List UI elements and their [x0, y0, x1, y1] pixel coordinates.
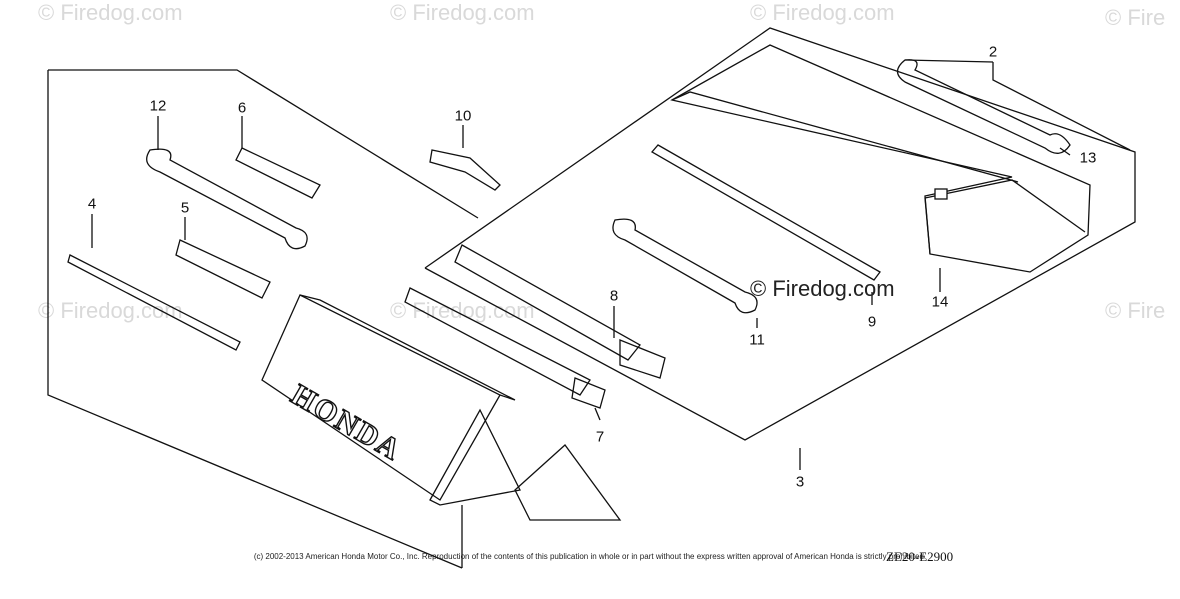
diagram-code: ZE20-E2900 [886, 549, 954, 564]
screwdriver-part-5 [175, 239, 271, 299]
wrench-part-11 [612, 218, 758, 314]
watermark: © Firedog.com [38, 298, 183, 323]
watermark: © Firedog.com [390, 0, 535, 25]
copyright-notice: (c) 2002-2013 American Honda Motor Co., … [253, 552, 927, 561]
callout-6: 6 [237, 99, 247, 117]
callout-11: 11 [749, 331, 765, 349]
site-label: © Firedog.com [750, 276, 895, 301]
box-wrench-part-7 [404, 287, 591, 396]
wrench-part-12 [146, 148, 308, 250]
watermark: © Firedog.com [750, 0, 895, 25]
callout-7: 7 [595, 428, 605, 446]
callout-14: 14 [931, 293, 949, 311]
handle-part-6 [235, 147, 321, 199]
watermark: © Firedog.com [390, 298, 535, 323]
box-wrench-part-8 [454, 244, 641, 361]
callout-2: 2 [988, 43, 998, 61]
callout-8: 8 [609, 287, 619, 305]
callout-5: 5 [180, 199, 190, 217]
callout-13: 13 [1079, 149, 1097, 167]
callout-10: 10 [454, 107, 472, 125]
watermark: © Fire [1105, 5, 1166, 30]
tool-bag-flap [670, 44, 1091, 273]
screwdriver-part-4 [67, 254, 241, 351]
callout-12: 12 [149, 97, 167, 115]
callout-3: 3 [795, 473, 805, 491]
wrench-part-2 [896, 59, 1071, 154]
tool-case-cap [514, 444, 622, 521]
watermark: © Firedog.com [38, 0, 183, 25]
callout-9: 9 [867, 313, 877, 331]
left-group-outline [47, 69, 479, 569]
spark-plug-part-10 [429, 149, 501, 191]
rod-part-9 [650, 144, 881, 281]
tool-bag-outline [424, 27, 1136, 441]
watermark: © Fire [1105, 298, 1166, 323]
callout-4: 4 [87, 195, 97, 213]
